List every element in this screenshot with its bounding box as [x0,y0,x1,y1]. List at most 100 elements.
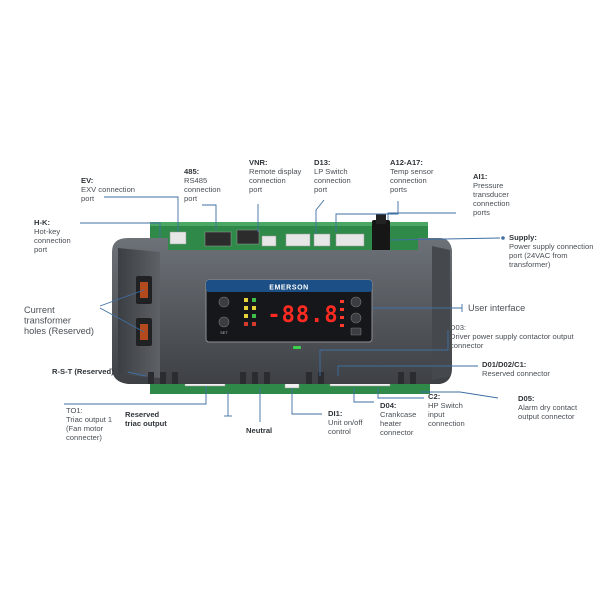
callout-line: input [428,410,445,419]
callout-line: connection [314,176,351,185]
callout-line: (Fan motor [66,424,104,433]
label-d03: D03:Driver power supply contactor output… [450,323,575,350]
callout-line: 485: [184,167,199,176]
callout-line: Remote display [249,167,302,176]
callout-line: Unit on/off [328,418,363,427]
callout-line: RS485 [184,176,207,185]
callout-line: A12-A17: [390,158,423,167]
callout-line: HP Switch [428,401,463,410]
callout-line: TO1: [66,406,83,415]
label-neutral: Neutral [246,426,272,435]
status-led [293,346,301,349]
callout-line: connection [184,185,221,194]
callout-line: AI1: [473,172,487,181]
button-top-left[interactable] [218,296,230,308]
callout-line: DI1: [328,409,342,418]
callout-line: port [34,245,48,254]
callout-line: Neutral [246,426,272,435]
label-ui: User interface [468,303,525,313]
callout-line: R-S-T (Reserved) [52,367,114,376]
callout-line: D01/D02/C1: [482,360,526,369]
callout-line: ports [390,185,407,194]
callout-line: Power supply connection [509,242,593,251]
callout-line: connector [380,428,414,437]
callout-line: ports [473,208,490,217]
controller-device: EMERSON SET -88.8 [112,214,452,394]
label-rst: R-S-T (Reserved) [52,367,114,376]
callout-line: H-K: [34,218,50,227]
callout-line: Triac output 1 [66,415,112,424]
callout-line: Supply: [509,233,537,242]
leader-lines [64,196,505,422]
callout-line: Temp sensor [390,167,434,176]
callout-line: D03: [450,323,466,332]
label-d01: D01/D02/C1:Reserved connector [482,360,550,378]
menu-button[interactable] [350,327,362,336]
callout-line: D05: [518,394,534,403]
callout-line: LP Switch [314,167,348,176]
set-label: SET [220,330,228,335]
callout-line: holes (Reserved) [24,326,94,336]
down-button[interactable] [350,312,362,324]
brand-logo: EMERSON [269,285,309,292]
callout-line: transducer [473,190,509,199]
callout-line: port [314,185,328,194]
callout-line: C2: [428,392,440,401]
callout-line: EV: [81,176,93,185]
callout-line: connection [473,199,510,208]
bottom-terminals [148,372,416,384]
led-display: -88.8 [267,303,338,328]
left-side-panel [118,248,160,378]
callout-line: User interface [468,303,525,313]
callout-line: connector [450,341,484,350]
callout-line: EXV connection [81,185,135,194]
callout-line: Current [24,305,55,315]
callout-line: transformer [24,316,71,326]
status-icons [244,298,256,326]
callout-line: port [81,194,95,203]
up-button[interactable] [350,296,362,308]
callout-line: Pressure [473,181,503,190]
callout-line: port [184,194,198,203]
callout-line: D13: [314,158,330,167]
callout-line: heater [380,419,402,428]
callout-line: port (24VAC from [509,251,568,260]
callout-line: connection [428,419,465,428]
callout-line: connecter) [66,433,102,442]
callout-line: connection [34,236,71,245]
callout-line: transformer) [509,260,551,269]
callout-line: Reserved connector [482,369,550,378]
callout-line: connection [390,176,427,185]
callout-line: Driver power supply contactor output [450,332,575,341]
display-indicators [340,300,344,327]
callout-line: output connector [518,412,575,421]
callout-line: control [328,427,351,436]
callout-line: Alarm dry contact [518,403,578,412]
callout-line: VNR: [249,158,268,167]
callout-line: triac output [125,419,167,428]
callout-line: port [249,185,263,194]
callout-line: Reserved [125,410,160,419]
callout-line: D04: [380,401,396,410]
callout-line: Crankcase [380,410,416,419]
callout-line: connection [249,176,286,185]
callout-line: Hot-key [34,227,60,236]
top-connectors [169,229,365,247]
button-bottom-left[interactable] [218,316,230,328]
